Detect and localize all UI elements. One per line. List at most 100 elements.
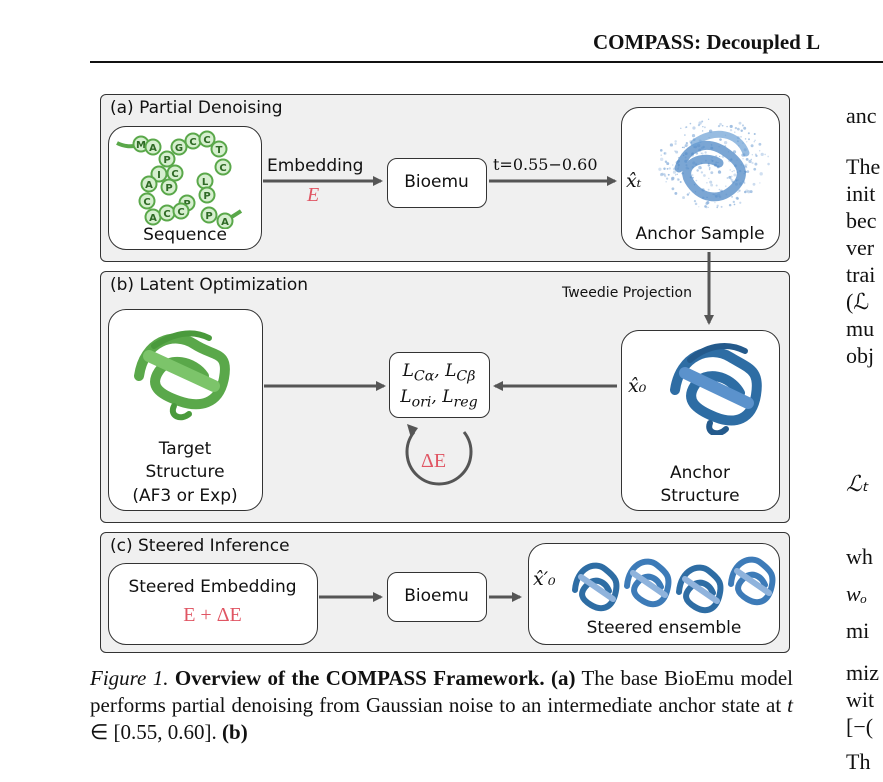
noise-dot	[717, 124, 721, 128]
running-title: COMPASS: Decoupled L	[593, 30, 821, 54]
noise-dot	[688, 192, 691, 194]
noise-dot	[706, 182, 708, 184]
noise-dot	[679, 181, 682, 184]
tweedie-label: Tweedie Projection	[562, 285, 692, 301]
delta-e-label: ΔE	[421, 450, 447, 472]
noise-dot	[743, 126, 747, 130]
noise-dot	[681, 146, 684, 149]
bioemu-box-c: Bioemu	[387, 572, 487, 622]
noise-dot	[676, 173, 678, 176]
noise-dot	[705, 202, 709, 205]
noise-dot	[709, 180, 713, 184]
noise-dot	[675, 174, 677, 176]
sequence-letter: A	[221, 217, 229, 228]
sequence-bead	[166, 164, 184, 182]
noise-dot	[660, 154, 662, 156]
noise-dot	[705, 206, 708, 209]
sequence-bead	[138, 192, 156, 210]
noise-dot	[659, 173, 664, 177]
bioemu-box-a: Bioemu	[387, 158, 487, 208]
anchor-structure-label-2: Structure	[660, 486, 740, 506]
header-rule	[90, 61, 883, 63]
sequence-letter: C	[203, 135, 210, 146]
noise-dot	[684, 144, 688, 148]
cycle-arrow-icon	[405, 424, 473, 486]
noise-dot	[682, 196, 685, 200]
right-col-13: mi	[846, 618, 870, 643]
noisy-protein-icon	[658, 118, 770, 209]
sequence-letter: T	[216, 145, 223, 156]
panel-b-title: (b) Latent Optimization	[110, 275, 309, 295]
noise-dot	[698, 206, 700, 208]
noise-dot	[707, 206, 709, 208]
noise-dot	[663, 167, 666, 170]
noise-dot	[675, 150, 679, 154]
right-col-3: init	[846, 181, 876, 206]
noise-dot	[748, 159, 752, 164]
noise-dot	[759, 182, 761, 184]
blue-protein-icon	[670, 343, 762, 435]
noise-dot	[729, 124, 733, 129]
noise-dot	[716, 206, 719, 209]
embedding-label: Embedding	[267, 156, 364, 176]
noise-dot	[718, 170, 720, 172]
noise-dot	[715, 184, 718, 187]
noise-dot	[730, 179, 734, 182]
noise-dot	[740, 129, 743, 133]
noise-dot	[739, 201, 742, 204]
right-col-10: ℒₜ	[846, 471, 869, 496]
right-col-8: mu	[846, 316, 875, 341]
ensemble-protein	[624, 558, 672, 608]
right-col-4: bec	[846, 208, 877, 233]
sequence-letter: P	[203, 191, 210, 202]
noise-dot	[700, 152, 702, 154]
noise-dot	[751, 161, 754, 165]
panel-latent-optimization: (b) Latent Optimization Target Structure…	[100, 271, 790, 523]
sequence-letter: P	[183, 199, 190, 210]
target-label-1: Target	[158, 439, 212, 459]
sequence-bead	[198, 130, 216, 148]
noise-dot	[732, 200, 735, 204]
noise-dot	[669, 143, 674, 147]
sequence-letter: L	[202, 177, 209, 188]
caption-figure-number: Figure 1.	[90, 666, 169, 690]
sequence-letter: P	[205, 211, 212, 222]
noise-dot	[703, 174, 706, 177]
noise-dot	[684, 126, 687, 129]
noise-dot	[754, 162, 758, 166]
noise-dot	[666, 162, 670, 166]
noise-dot	[664, 160, 668, 163]
noise-dot	[707, 188, 710, 191]
noise-dot	[670, 178, 674, 181]
noise-dot	[716, 204, 719, 207]
sequence-letter: P	[163, 155, 170, 166]
caption-title: Overview of the COMPASS Framework.	[174, 666, 545, 690]
noise-dot	[750, 144, 754, 148]
noise-dot	[764, 153, 766, 156]
bioemu-label-a: Bioemu	[404, 172, 469, 192]
embedding-symbol: E	[307, 184, 320, 206]
sequence-bead	[172, 202, 190, 220]
noise-dot	[668, 167, 671, 170]
noise-dot	[744, 163, 748, 167]
noise-dot	[744, 138, 747, 140]
noise-dot	[726, 177, 729, 179]
noise-dot	[767, 162, 770, 166]
noise-dot	[691, 174, 694, 177]
noise-dot	[666, 168, 669, 170]
noise-dot	[714, 201, 716, 204]
noise-dot	[663, 173, 666, 176]
noise-dot	[676, 178, 680, 181]
sequence-letter: G	[175, 143, 183, 154]
target-structure-box: Target Structure (AF3 or Exp)	[108, 309, 263, 511]
sequence-bead	[216, 212, 234, 229]
noise-dot	[663, 152, 666, 155]
time-label: t=0.55−0.60	[493, 155, 598, 174]
caption-part-b: (b)	[222, 720, 248, 744]
noise-dot	[748, 138, 750, 141]
noise-dot	[700, 167, 702, 169]
right-col-15: wit	[846, 687, 875, 712]
